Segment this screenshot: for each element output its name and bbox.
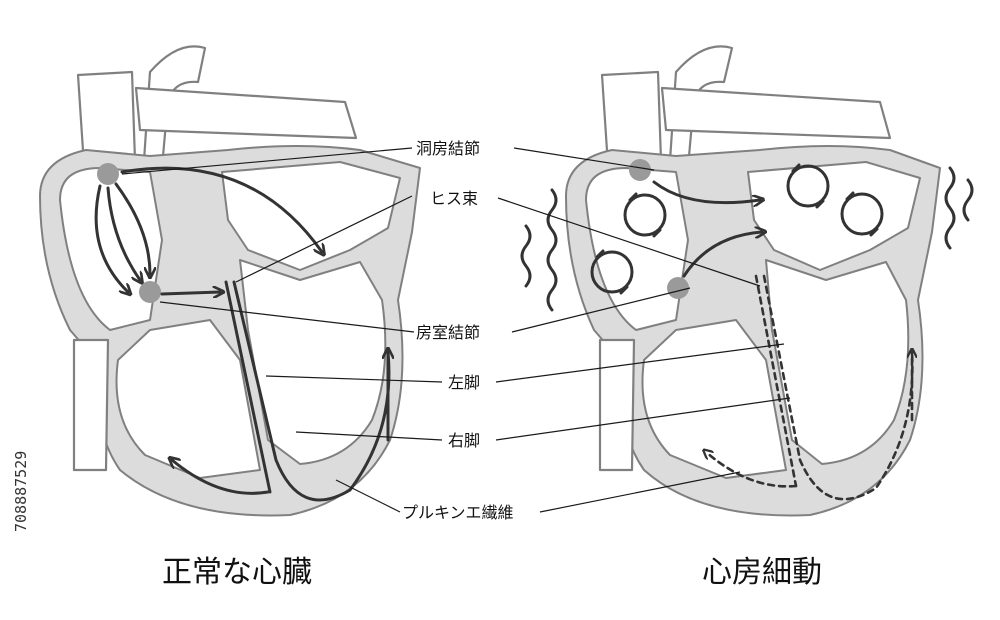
reentry-circle [786,163,830,209]
reentry-circle [840,191,884,237]
fibrillation-wave [546,188,558,312]
sa-node-dot [97,163,119,185]
signal-arrow [94,184,128,292]
title-normal-heart: 正常な心臓 [162,555,312,590]
left-ventricle [765,259,910,465]
left-atrium [221,161,401,271]
signal-arrow [160,292,220,294]
reentry-circle [623,192,667,238]
av-node-dot [139,281,161,303]
label-sa-node: 洞房結節 [416,139,480,158]
normal-heart [39,45,421,517]
signal-arrow [106,186,140,280]
afib-heart [520,45,974,517]
av-node-dot [667,277,689,299]
left-bundle-line [224,280,272,494]
inferior-vena-cava [598,338,636,472]
fibrillation-wave [962,178,974,222]
right-ventricle [115,319,261,479]
signal-arrow [652,180,760,203]
right-ventricle [641,319,787,479]
fibrillation-wave [944,166,956,250]
inferior-vena-cava [72,338,110,472]
dashed-arrow [706,452,798,488]
label-right-bundle: 右脚 [448,431,480,450]
label-left-bundle: 左脚 [448,373,480,392]
fibrillation-wave [520,224,532,288]
signal-arrow [114,182,150,274]
side-id-text: 708887529 [12,451,30,532]
sa-node-dot [629,159,651,181]
signal-arrow [120,166,322,252]
signal-arrow [172,460,270,495]
reentry-circle [590,249,634,295]
label-av-node: 房室結節 [416,323,480,342]
label-his-bundle: ヒス束 [430,189,478,208]
leader-lines [121,147,791,513]
title-afib: 心房細動 [702,555,822,590]
signal-arrow [682,232,762,278]
label-purkinje: プルキンエ繊維 [402,503,514,522]
right-atrium [59,167,163,331]
left-ventricle [239,259,387,465]
pulmonary-artery [134,86,358,140]
left-bundle-dashed [754,274,798,488]
pulmonary-artery [660,86,892,140]
